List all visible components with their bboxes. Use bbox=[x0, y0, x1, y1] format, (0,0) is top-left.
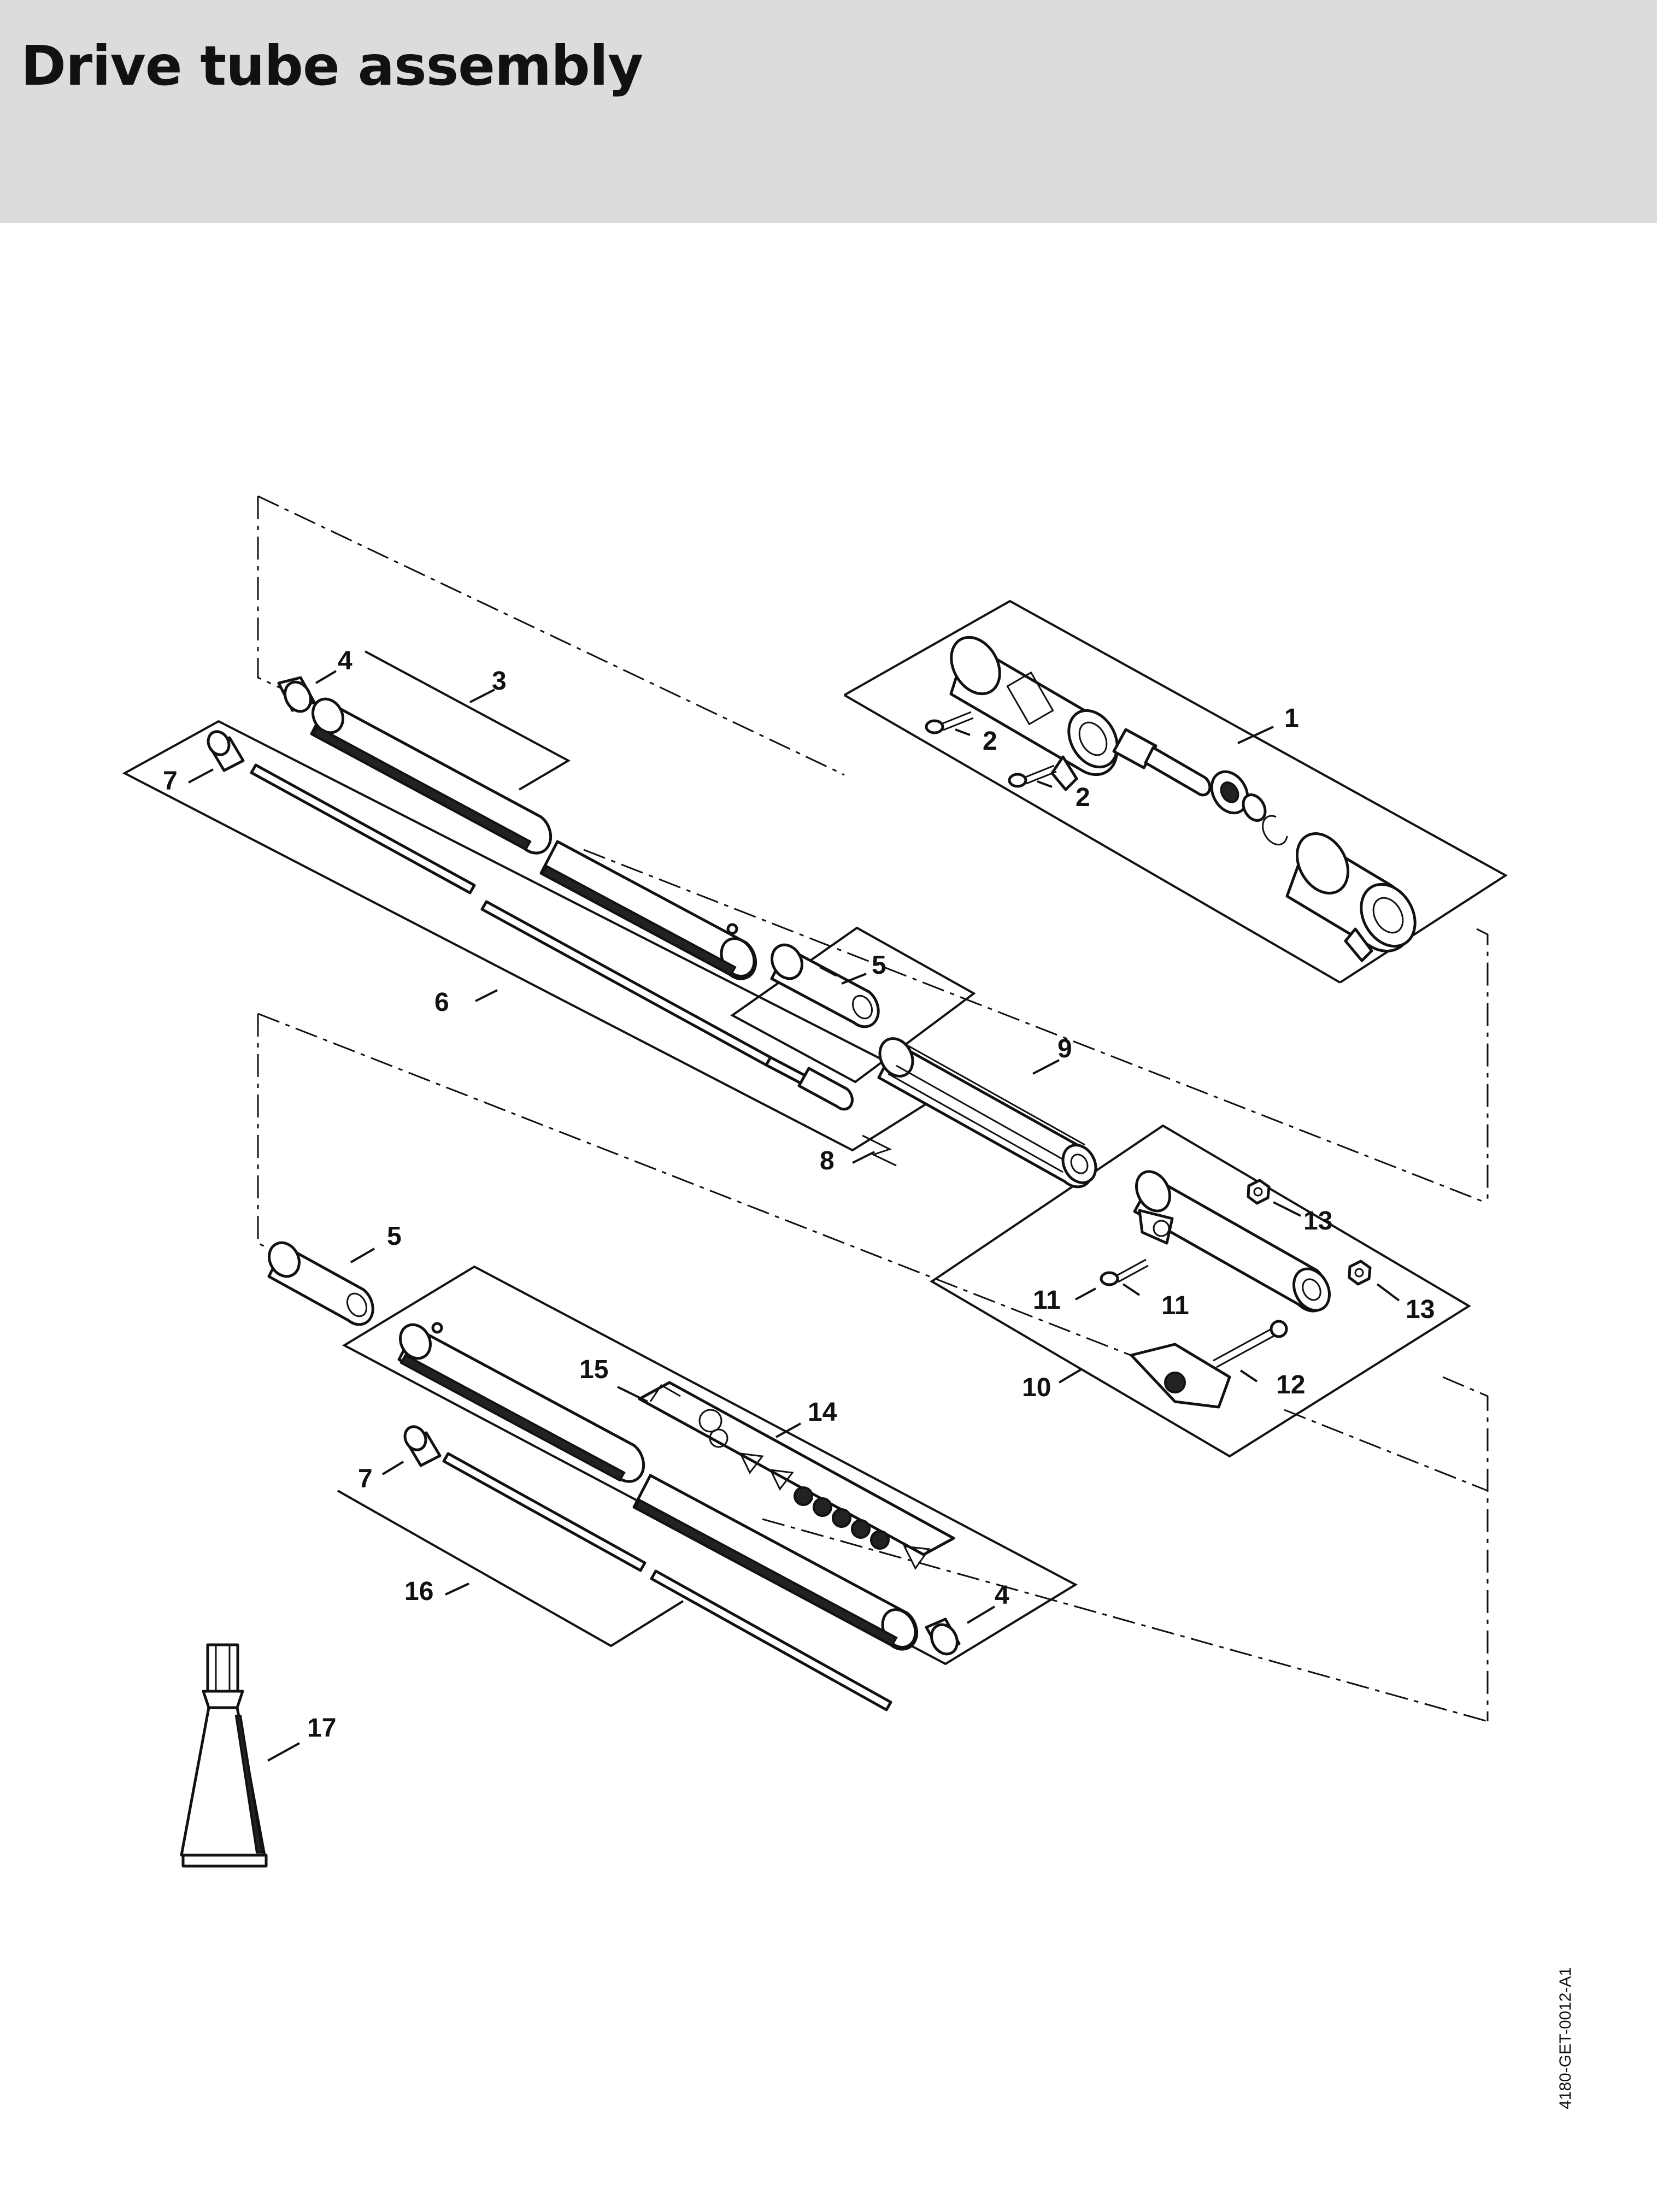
callout-label: 4 bbox=[338, 646, 352, 675]
callout-label: 15 bbox=[579, 1355, 608, 1384]
part-17-grease-tube bbox=[180, 1643, 268, 1868]
document-code: 4180-GET-0012-A1 bbox=[1556, 1967, 1574, 2109]
callout-label: 13 bbox=[1303, 1207, 1332, 1236]
callout-label: 9 bbox=[1057, 1034, 1072, 1063]
callout-label: 10 bbox=[1022, 1373, 1051, 1402]
callout-label: 8 bbox=[820, 1146, 835, 1175]
callout-label: 7 bbox=[163, 767, 178, 796]
part-13-nuts bbox=[1247, 1179, 1372, 1286]
page-title: Drive tube assembly bbox=[21, 34, 643, 98]
part-9-liner bbox=[877, 1037, 1097, 1189]
frame-part-1 bbox=[844, 599, 1508, 984]
header-bar: Drive tube assembly bbox=[0, 0, 1657, 223]
callout-label: 12 bbox=[1276, 1370, 1305, 1399]
frame-part-5a bbox=[730, 926, 976, 1084]
part-4-cap-lower bbox=[925, 1617, 961, 1656]
part-15-warning-label bbox=[638, 1381, 955, 1570]
frame-part-3 bbox=[365, 650, 571, 791]
callout-label: 1 bbox=[1284, 704, 1299, 733]
callout-label: 2 bbox=[1076, 783, 1090, 812]
part-7-bushing-lower bbox=[403, 1425, 442, 1467]
part-16-drive-shaft-lower bbox=[442, 1452, 892, 1711]
part-2-screws bbox=[925, 711, 1057, 788]
callout-label: 13 bbox=[1406, 1295, 1435, 1324]
callout-label: 6 bbox=[434, 988, 449, 1017]
assembly-axis-lines bbox=[257, 495, 1489, 1722]
part-14-drive-tube-lower bbox=[397, 1322, 919, 1651]
group-frames bbox=[122, 599, 1508, 1666]
callout-label: 3 bbox=[492, 667, 507, 696]
part-11-screw bbox=[1100, 1258, 1149, 1286]
callout-label: 5 bbox=[872, 951, 886, 980]
callout-label: 14 bbox=[808, 1398, 837, 1427]
callout-label: 17 bbox=[307, 1714, 336, 1743]
part-8-clip bbox=[862, 1134, 897, 1167]
frame-part-10 bbox=[930, 1124, 1471, 1458]
callout-label: 7 bbox=[358, 1464, 373, 1493]
part-4-cap-upper bbox=[277, 676, 316, 713]
part-1-coupling bbox=[949, 636, 1417, 962]
callout-label: 11 bbox=[1033, 1286, 1061, 1315]
part-12-knob bbox=[1130, 1320, 1288, 1409]
part-5-sleeve-lower bbox=[267, 1241, 374, 1326]
callout-label: 5 bbox=[387, 1222, 402, 1251]
part-3-drive-tube bbox=[310, 697, 757, 980]
frame-part-16 bbox=[337, 1490, 684, 1648]
part-5-sleeve-upper bbox=[770, 943, 880, 1028]
callout-numbers: 1 2 2 3 4 5 6 7 8 9 10 11 11 12 13 13 5 … bbox=[163, 646, 1435, 1743]
leader-lines bbox=[188, 670, 1400, 1762]
callout-label: 11 bbox=[1161, 1291, 1189, 1320]
callout-label: 16 bbox=[404, 1577, 433, 1606]
part-6-drive-shaft bbox=[250, 763, 854, 1111]
part-7-bushing-upper bbox=[207, 730, 245, 772]
callout-label: 2 bbox=[983, 727, 997, 756]
part-10-handle-bracket bbox=[1133, 1170, 1331, 1313]
callout-label: 4 bbox=[995, 1581, 1009, 1610]
